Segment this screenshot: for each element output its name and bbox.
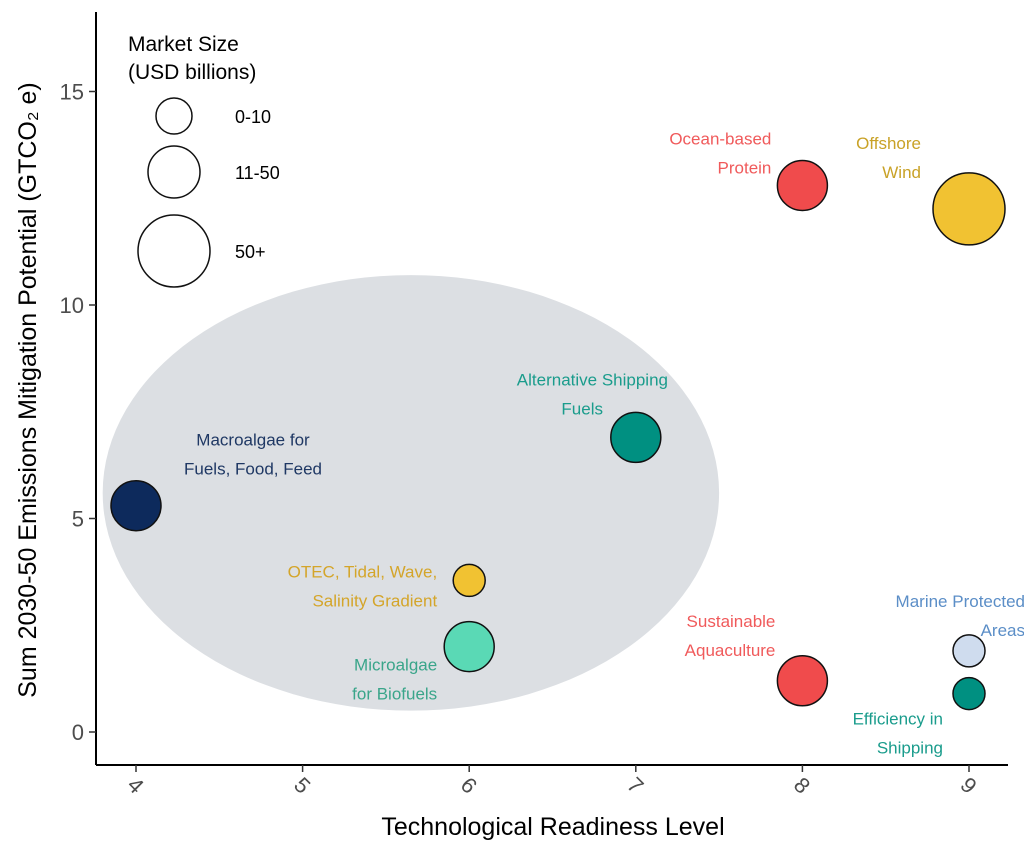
- bubble-label-line1: Microalgae: [354, 656, 437, 675]
- bubble: [952, 676, 986, 711]
- x-tick-label: 5: [289, 772, 315, 798]
- bubble: [452, 563, 486, 598]
- bubble-label-line1: Macroalgae for: [196, 431, 310, 450]
- bubble-label-line1: Offshore: [856, 134, 921, 153]
- x-tick-label: 8: [789, 772, 815, 798]
- legend-circle: [147, 145, 201, 199]
- bubble-label-line2: Salinity Gradient: [312, 591, 437, 610]
- bubble-label-line2: Shipping: [877, 739, 943, 758]
- bubble-label-line1: Ocean-based: [669, 129, 771, 148]
- legend-title-line2: (USD billions): [128, 61, 256, 84]
- y-tick-label: 10: [60, 293, 84, 318]
- bubble-label-line2: Protein: [718, 158, 772, 177]
- legend-circle: [155, 97, 193, 135]
- y-axis-title: Sum 2030-50 Emissions Mitigation Potenti…: [14, 82, 42, 698]
- bubble: [610, 411, 662, 464]
- bubble: [110, 479, 162, 532]
- y-tick-label: 0: [72, 720, 84, 745]
- legend-label: 0-10: [235, 107, 271, 127]
- x-tick-label: 6: [456, 772, 482, 798]
- bubble-label-line1: Sustainable: [687, 612, 776, 631]
- bubble-label-line2: Fuels: [561, 399, 603, 418]
- y-tick-label: 5: [72, 507, 84, 532]
- bubble: [932, 172, 1006, 246]
- legend-label: 11-50: [235, 163, 280, 183]
- x-axis-title: Technological Readiness Level: [381, 813, 724, 841]
- x-tick-label: 7: [622, 772, 648, 798]
- highlight-ellipse: [102, 275, 720, 711]
- x-tick-label: 9: [955, 772, 981, 798]
- bubbles: [110, 159, 1006, 711]
- bubble-label-line2: Fuels, Food, Feed: [184, 460, 322, 479]
- highlight-region-layer: [102, 275, 720, 711]
- bubble-label-line2: Wind: [882, 163, 921, 182]
- y-tick-label: 15: [60, 80, 84, 105]
- legend-circle: [137, 214, 211, 288]
- legend-label: 50+: [235, 242, 266, 262]
- bubble: [776, 159, 829, 212]
- bubble-label-line2: Aquaculture: [685, 641, 776, 660]
- bubble: [776, 655, 829, 707]
- legend-title-line1: Market Size: [128, 33, 239, 56]
- bubble-label-line2: Areas: [981, 621, 1024, 640]
- bubble: [952, 634, 986, 668]
- bubble: [443, 620, 495, 673]
- bubble-label-line2: for Biofuels: [352, 685, 437, 704]
- bubble-label-line1: OTEC, Tidal, Wave,: [288, 562, 438, 581]
- size-legend: Market Size (USD billions) 0-10 11-50 50+: [128, 33, 280, 288]
- bubble-label-line1: Marine Protected: [896, 592, 1024, 611]
- x-tick-label: 4: [122, 772, 148, 798]
- bubble-label-line1: Alternative Shipping: [517, 370, 668, 389]
- bubble-label-line1: Efficiency in: [853, 710, 943, 729]
